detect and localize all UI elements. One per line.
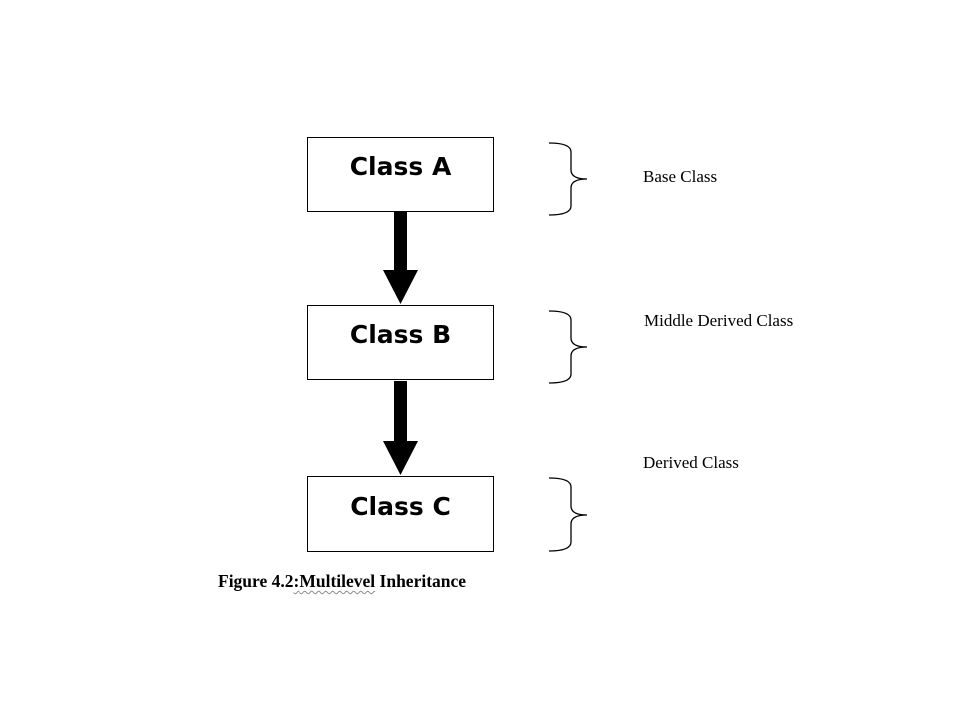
caption-flagged-word: Multilevel: [299, 571, 376, 591]
brace-class-a: [548, 142, 588, 216]
base-class-note: Base Class: [643, 167, 718, 186]
arrow-b-to-c-head: [383, 441, 418, 475]
class-a-box: Class A: [307, 137, 494, 212]
caption-separator: :: [293, 571, 300, 591]
arrow-a-to-b-head: [383, 270, 418, 304]
arrow-b-to-c-shaft: [394, 381, 407, 441]
middle-derived-class-note: Middle Derived Class: [644, 311, 794, 330]
caption-rest: Inheritance: [375, 571, 467, 591]
arrow-b-to-c: [383, 381, 418, 475]
class-c-label: Class C: [350, 491, 451, 521]
arrow-a-to-b-shaft: [394, 212, 407, 270]
derived-class-note: Derived Class: [643, 453, 739, 472]
class-a-label: Class A: [349, 152, 452, 181]
brace-class-c: [548, 477, 588, 552]
arrow-a-to-b: [383, 212, 418, 304]
class-b-label: Class B: [349, 320, 452, 349]
brace-class-b: [548, 310, 588, 384]
class-b-box: Class B: [307, 305, 494, 380]
caption-prefix: Figure 4.2: [218, 571, 294, 591]
figure-caption: Figure 4.2:Multilevel Inheritance: [218, 571, 466, 592]
class-c-box: Class C: [307, 476, 494, 552]
